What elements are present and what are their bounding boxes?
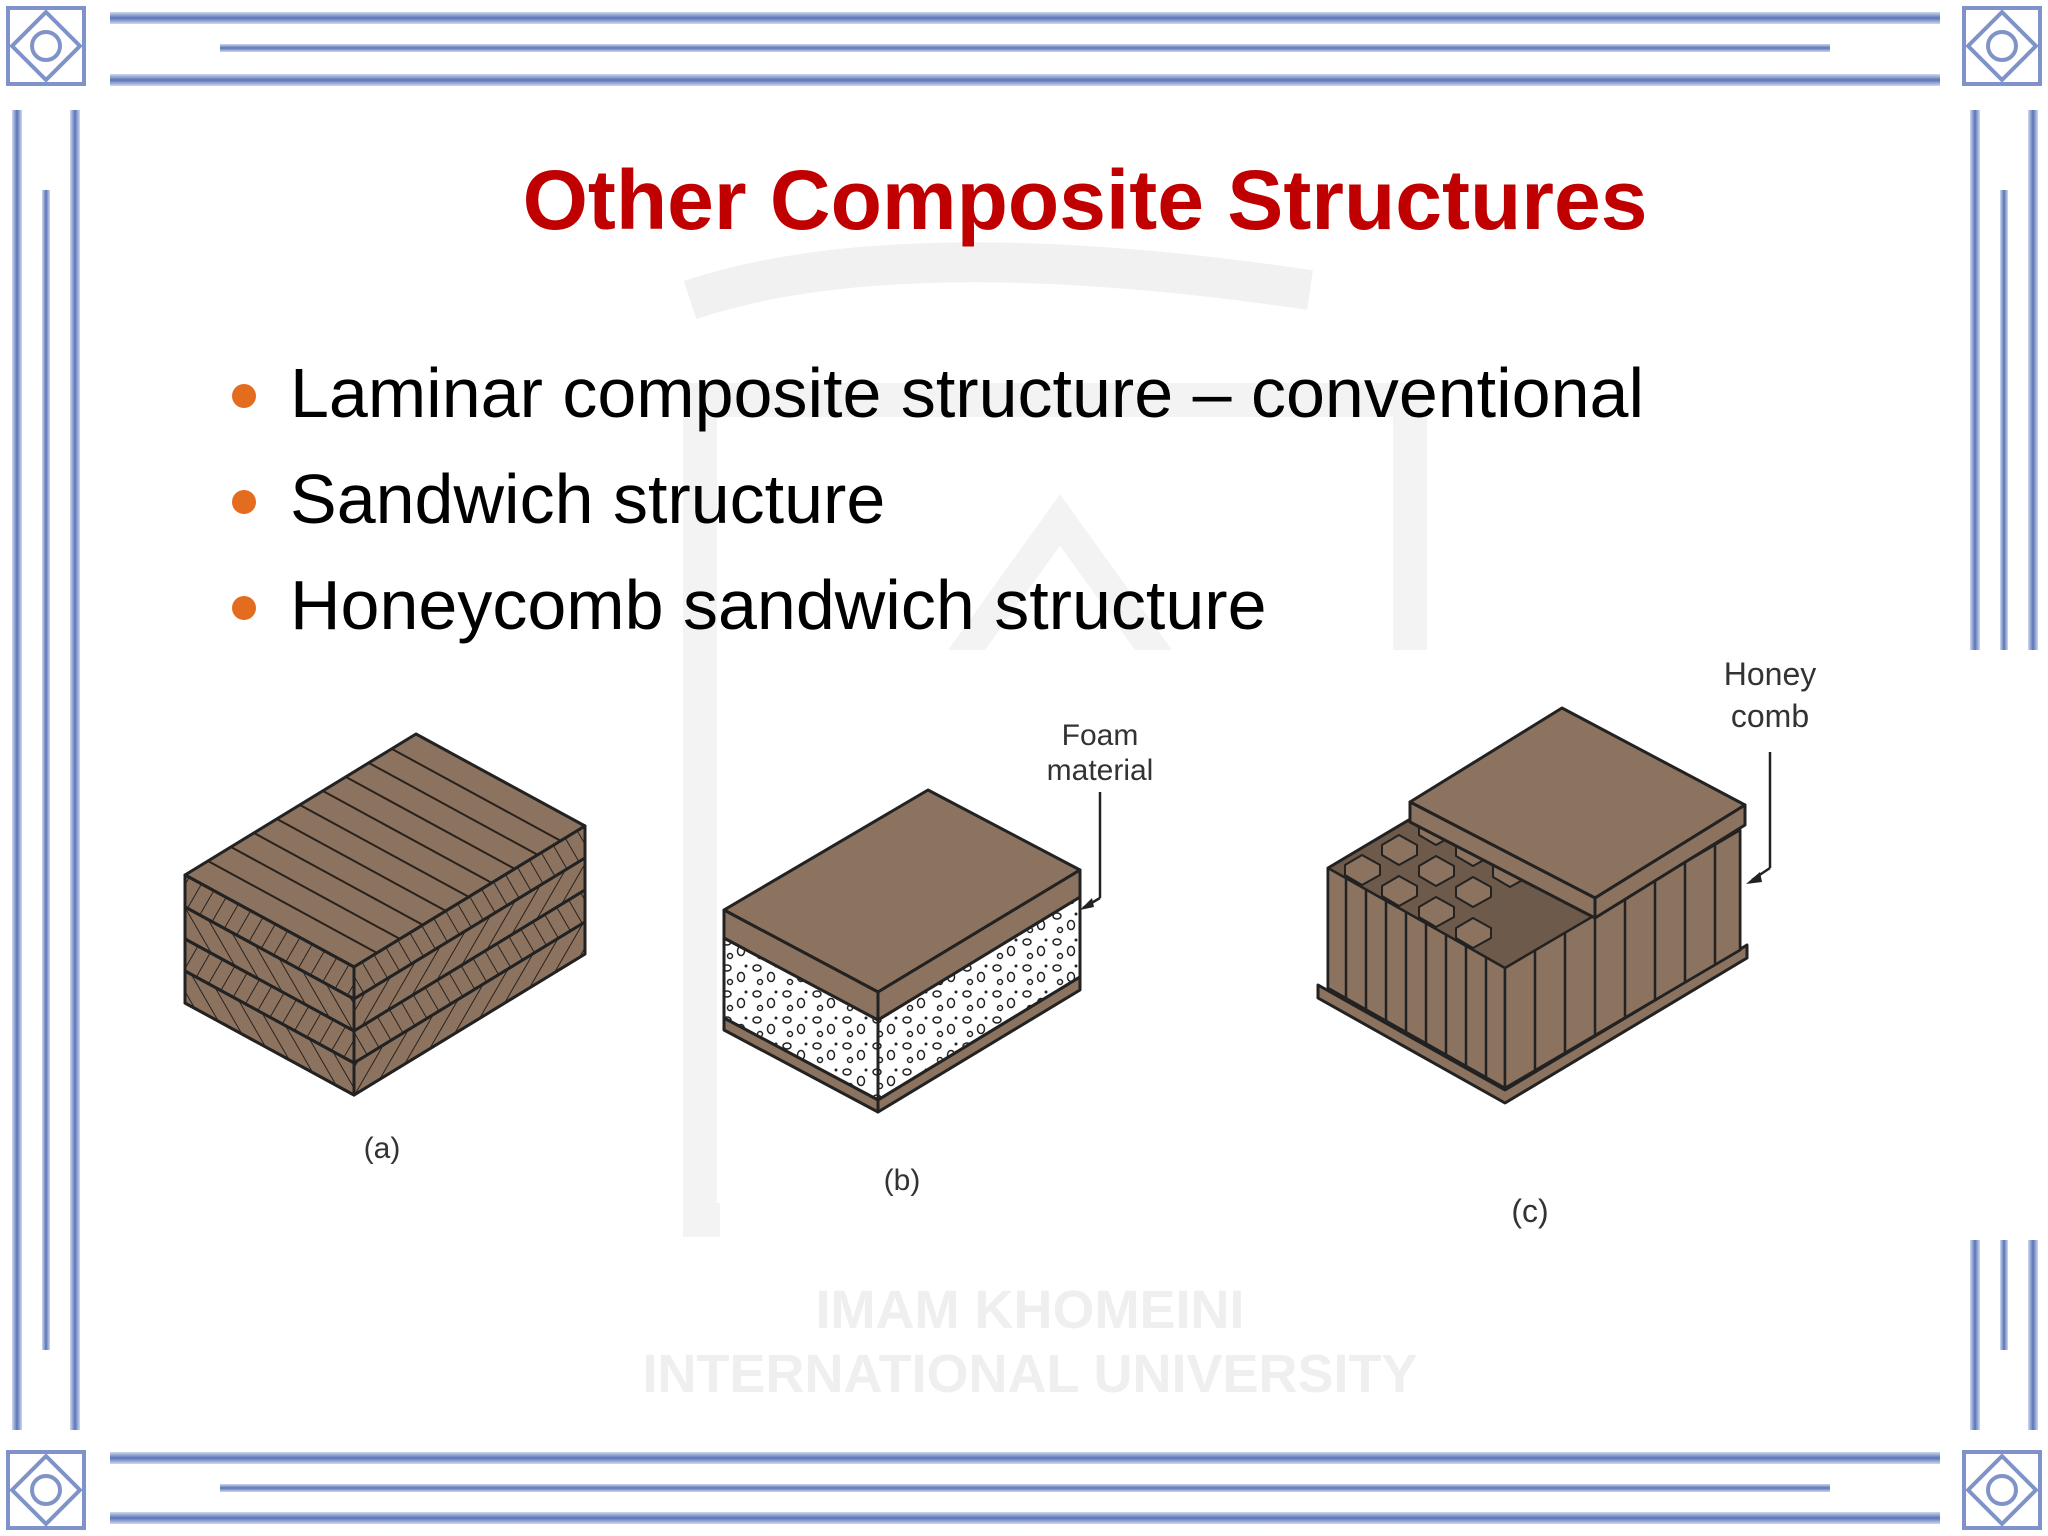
foam-label-line-1: Foam <box>1062 719 1139 752</box>
sandwich-block <box>722 788 1082 1114</box>
honeycomb-label-line-1: Honey <box>1724 656 1817 692</box>
bullet-item: Sandwich structure <box>232 446 1644 552</box>
bullet-dot-icon <box>232 384 256 408</box>
watermark-line-2: INTERNATIONAL UNIVERSITY <box>642 1344 1417 1404</box>
laminar-block <box>183 732 587 1097</box>
caption-a: (a) <box>364 1132 401 1165</box>
bullet-dot-icon <box>232 596 256 620</box>
bullet-item: Honeycomb sandwich structure <box>232 552 1644 658</box>
caption-b: (b) <box>884 1164 921 1197</box>
bullet-list: Laminar composite structure – convention… <box>232 340 1644 658</box>
bullet-dot-icon <box>232 490 256 514</box>
honeycomb-block <box>1316 706 1749 1105</box>
bullet-text: Sandwich structure <box>290 460 886 538</box>
bullet-item: Laminar composite structure – convention… <box>232 340 1644 446</box>
honeycomb-label-line-2: comb <box>1731 698 1809 734</box>
caption-c: (c) <box>1511 1193 1548 1229</box>
bullet-text: Honeycomb sandwich structure <box>290 566 1267 644</box>
watermark-line-1: IMAM KHOMEINI <box>816 1280 1245 1340</box>
foam-label-line-2: material <box>1047 754 1154 787</box>
slide-title: Other Composite Structures <box>522 153 1648 247</box>
bullet-text: Laminar composite structure – convention… <box>290 354 1645 432</box>
